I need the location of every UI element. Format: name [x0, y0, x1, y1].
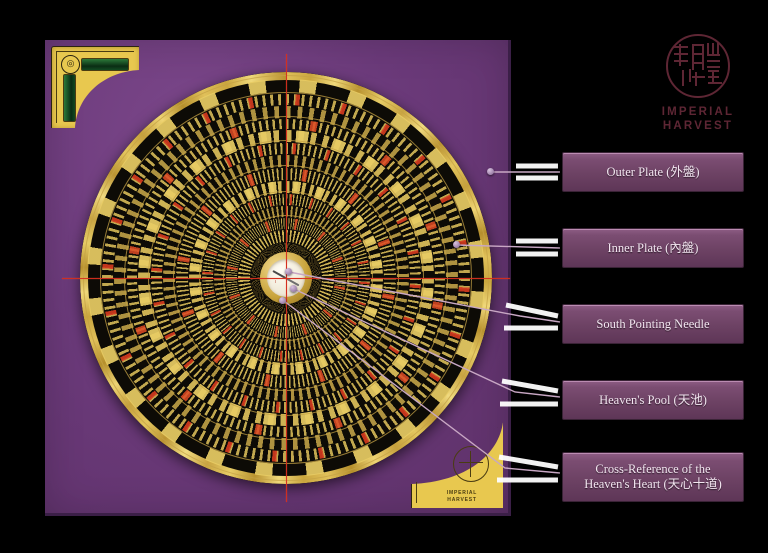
anchor-dot-heavens-pool [290, 285, 297, 292]
callout-outer-plate-label: Outer Plate (外盤) [606, 164, 700, 179]
luopan-board: ◎ IMPERIAL HARVEST [45, 40, 511, 516]
callout-heavens-pool-label: Heaven's Pool (天池) [599, 392, 707, 407]
callout-inner-plate-label: Inner Plate (內盤) [607, 240, 699, 255]
callout-heavens-pool[interactable]: Heaven's Pool (天池) [562, 380, 744, 420]
brand-logo: IMPERIAL HARVEST [650, 34, 746, 133]
callout-outer-plate[interactable]: Outer Plate (外盤) [562, 152, 744, 192]
callout-inner-plate[interactable]: Inner Plate (內盤) [562, 228, 744, 268]
corner-brand-text: IMPERIAL HARVEST [433, 490, 491, 504]
brand-name: IMPERIAL HARVEST [650, 105, 746, 133]
anchor-dot-south-needle [285, 268, 292, 275]
brand-line2: HARVEST [662, 120, 734, 132]
corner-brand-line2: HARVEST [447, 497, 477, 503]
leader-highlight-5 [505, 302, 559, 319]
anchor-dot-inner-plate [453, 241, 460, 248]
spirit-level-vertical-icon [63, 74, 76, 122]
anchor-dot-outer-plate [487, 168, 494, 175]
corner-brand-line1: IMPERIAL [446, 490, 478, 496]
heavens-heart-thread-vertical [286, 54, 287, 502]
callout-south-needle-label: South Pointing Needle [596, 316, 710, 331]
anchor-dot-heavens-heart [279, 297, 286, 304]
imperial-harvest-seal-icon [666, 34, 730, 98]
brand-line1: IMPERIAL [661, 106, 735, 118]
callout-south-needle[interactable]: South Pointing Needle [562, 304, 744, 344]
spirit-level-horizontal-icon [81, 58, 129, 71]
maker-emblem-icon: ◎ [61, 55, 80, 74]
pool-mark-left: ‖ [275, 279, 277, 284]
luopan-compass[interactable]: ‖ [62, 54, 510, 502]
